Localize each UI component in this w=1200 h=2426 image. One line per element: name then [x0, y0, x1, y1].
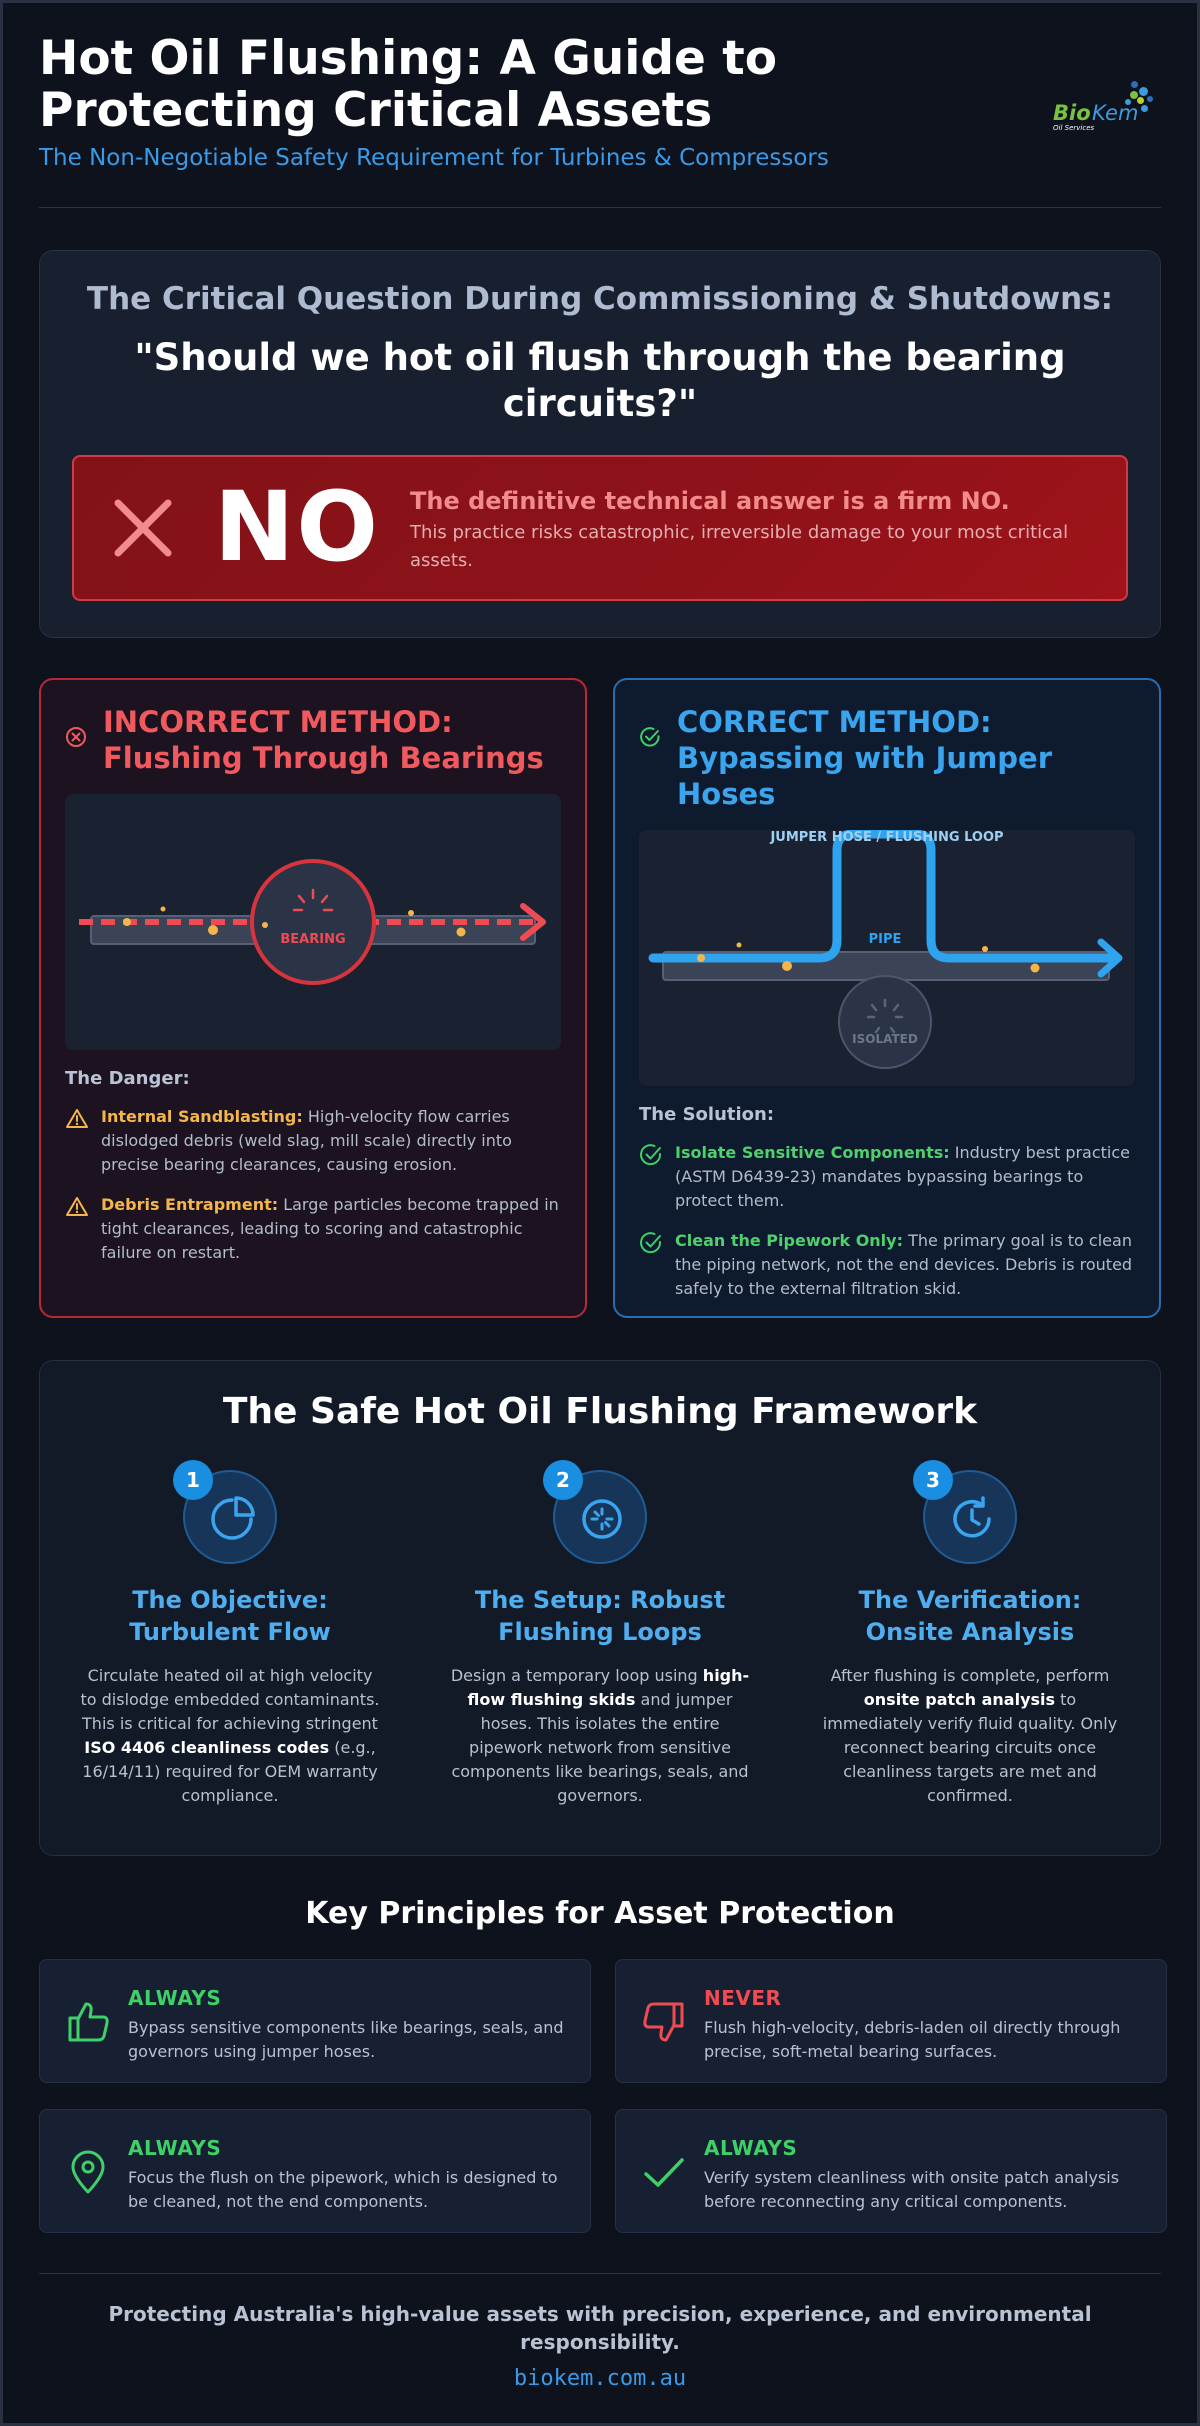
- x-icon: [114, 499, 172, 557]
- check-circle-icon: [640, 1232, 662, 1254]
- framework-steps: 1 The Objective: Turbulent Flow Circulat…: [40, 1460, 1160, 1808]
- principle-text: Bypass sensitive components like bearing…: [128, 2018, 564, 2061]
- principle-text: Verify system cleanliness with onsite pa…: [704, 2168, 1120, 2211]
- logo-kem-text: Kem: [1092, 101, 1139, 125]
- incorrect-method-card: INCORRECT METHOD: Flushing Through Beari…: [39, 678, 587, 1318]
- framework-title: The Safe Hot Oil Flushing Framework: [222, 1391, 978, 1432]
- step-icon-circle: 3: [913, 1460, 1017, 1564]
- step-icon-circle: 2: [543, 1460, 647, 1564]
- framework-step: 1 The Objective: Turbulent Flow Circulat…: [80, 1460, 380, 1808]
- page-subtitle: The Non-Negotiable Safety Requirement fo…: [39, 145, 829, 171]
- thumbs-up-icon: [68, 2002, 109, 2042]
- correct-method-card: CORRECT METHOD: Bypassing with Jumper Ho…: [613, 678, 1161, 1318]
- answer-title: The definitive technical answer is a fir…: [410, 487, 1010, 515]
- correct-method-title-text: CORRECT METHOD: Bypassing with Jumper Ho…: [677, 705, 1053, 811]
- warning-triangle-icon: [66, 1197, 88, 1216]
- incorrect-method-title: INCORRECT METHOD: Flushing Through Beari…: [65, 704, 561, 776]
- step-icon-circle: 1: [173, 1460, 277, 1564]
- thumbs-down-icon: [643, 2002, 684, 2042]
- danger-point-text: Large particles become trapped in tight …: [101, 1195, 559, 1262]
- principle-card: ALWAYS Focus the flush on the pipework, …: [39, 2109, 591, 2233]
- question-quote: "Should we hot oil flush through the bea…: [134, 336, 1066, 425]
- incorrect-method-title-text: INCORRECT METHOD: Flushing Through Beari…: [103, 705, 544, 775]
- framework-step: 2 The Setup: Robust Flushing Loo: [450, 1460, 750, 1808]
- bearing-label: BEARING: [280, 932, 346, 947]
- solution-point-text: The primary goal is to clean the piping …: [675, 1231, 1133, 1298]
- bearing-flush-illustration: BEARING: [65, 794, 561, 1050]
- solution-point-lead: Isolate Sensitive Components:: [675, 1143, 950, 1162]
- footer: Protecting Australia's high-value assets…: [39, 2273, 1161, 2391]
- biokem-logo: Bio Kem Oil Services: [1051, 81, 1161, 133]
- logo-bio-text: Bio: [1053, 101, 1091, 125]
- framework-section: The Safe Hot Oil Flushing Framework 1 Th…: [39, 1360, 1161, 1856]
- page-title: Hot Oil Flushing: A Guide to Protecting …: [39, 31, 778, 138]
- danger-section-label: The Danger:: [65, 1068, 190, 1089]
- check-circle-icon: [640, 1144, 662, 1166]
- logo-tagline: Oil Services: [1053, 124, 1095, 132]
- principles-grid: ALWAYS Bypass sensitive components like …: [39, 1959, 1167, 2233]
- principle-card: NEVER Flush high-velocity, debris-laden …: [615, 1959, 1167, 2083]
- step-text: Design a temporary loop using high-flow …: [450, 1666, 750, 1805]
- principle-tag: NEVER: [704, 1986, 782, 2010]
- footer-website-link[interactable]: biokem.com.au: [513, 2366, 687, 2391]
- solution-point-lead: Clean the Pipework Only:: [675, 1231, 903, 1250]
- principles-title: Key Principles for Asset Protection: [305, 1896, 895, 1931]
- question-card: The Critical Question During Commissioni…: [39, 250, 1161, 638]
- methods-comparison: INCORRECT METHOD: Flushing Through Beari…: [39, 678, 1161, 1318]
- step-number-badge: 1: [173, 1460, 213, 1500]
- refresh-clock-icon: [953, 1496, 991, 1538]
- step-number-badge: 3: [913, 1460, 953, 1500]
- step-title: The Verification: Onsite Analysis: [858, 1586, 1082, 1646]
- check-circle-icon: [640, 727, 660, 747]
- step-text: Circulate heated oil at high velocity to…: [80, 1666, 380, 1805]
- correct-method-title: CORRECT METHOD: Bypassing with Jumper Ho…: [639, 704, 1135, 812]
- question-heading: The Critical Question During Commissioni…: [86, 281, 1114, 317]
- step-title: The Setup: Robust Flushing Loops: [474, 1586, 726, 1646]
- step-text: After flushing is complete, perform onsi…: [822, 1666, 1118, 1805]
- danger-point-text: High-velocity flow carries dislodged deb…: [101, 1107, 512, 1174]
- principle-tag: ALWAYS: [704, 2136, 798, 2160]
- solution-point: Isolate Sensitive Components: Industry b…: [639, 1141, 1135, 1213]
- map-pin-icon: [71, 2150, 105, 2194]
- pie-chart-icon: [211, 1496, 255, 1540]
- answer-banner: NO The definitive technical answer is a …: [72, 455, 1128, 601]
- danger-point: Internal Sandblasting: High-velocity flo…: [65, 1105, 561, 1177]
- answer-word: NO: [214, 471, 380, 583]
- principle-text: Focus the flush on the pipework, which i…: [128, 2168, 558, 2211]
- principle-tag: ALWAYS: [128, 1986, 222, 2010]
- solution-section-label: The Solution:: [639, 1104, 775, 1125]
- answer-text: This practice risks catastrophic, irreve…: [410, 522, 1069, 571]
- framework-step: 3 The Verification: Onsite Analysis Afte…: [820, 1460, 1120, 1808]
- step-title: The Objective: Turbulent Flow: [129, 1586, 331, 1646]
- check-icon: [644, 2158, 684, 2187]
- loop-label: JUMPER HOSE / FLUSHING LOOP: [770, 830, 1004, 845]
- jumper-hose-illustration: JUMPER HOSE / FLUSHING LOOP PIPE ISOLATE…: [639, 830, 1135, 1086]
- warning-triangle-icon: [66, 1109, 88, 1128]
- principle-card: ALWAYS Verify system cleanliness with on…: [615, 2109, 1167, 2233]
- gear-settings-icon: [582, 1499, 622, 1539]
- danger-point-lead: Internal Sandblasting:: [101, 1107, 303, 1126]
- pipe-label: PIPE: [868, 932, 902, 947]
- footer-text: Protecting Australia's high-value assets…: [108, 2302, 1092, 2354]
- danger-point: Debris Entrapment: Large particles becom…: [65, 1193, 561, 1265]
- solution-point-text: Industry best practice (ASTM D6439-23) m…: [675, 1143, 1131, 1210]
- principle-tag: ALWAYS: [128, 2136, 222, 2160]
- isolated-label: ISOLATED: [852, 1032, 918, 1046]
- solution-point: Clean the Pipework Only: The primary goa…: [639, 1229, 1135, 1301]
- principle-text: Flush high-velocity, debris-laden oil di…: [704, 2018, 1121, 2061]
- step-number-badge: 2: [543, 1460, 583, 1500]
- x-circle-icon: [66, 727, 86, 747]
- principle-card: ALWAYS Bypass sensitive components like …: [39, 1959, 591, 2083]
- header: Hot Oil Flushing: A Guide to Protecting …: [39, 3, 1161, 208]
- danger-point-lead: Debris Entrapment:: [101, 1195, 279, 1214]
